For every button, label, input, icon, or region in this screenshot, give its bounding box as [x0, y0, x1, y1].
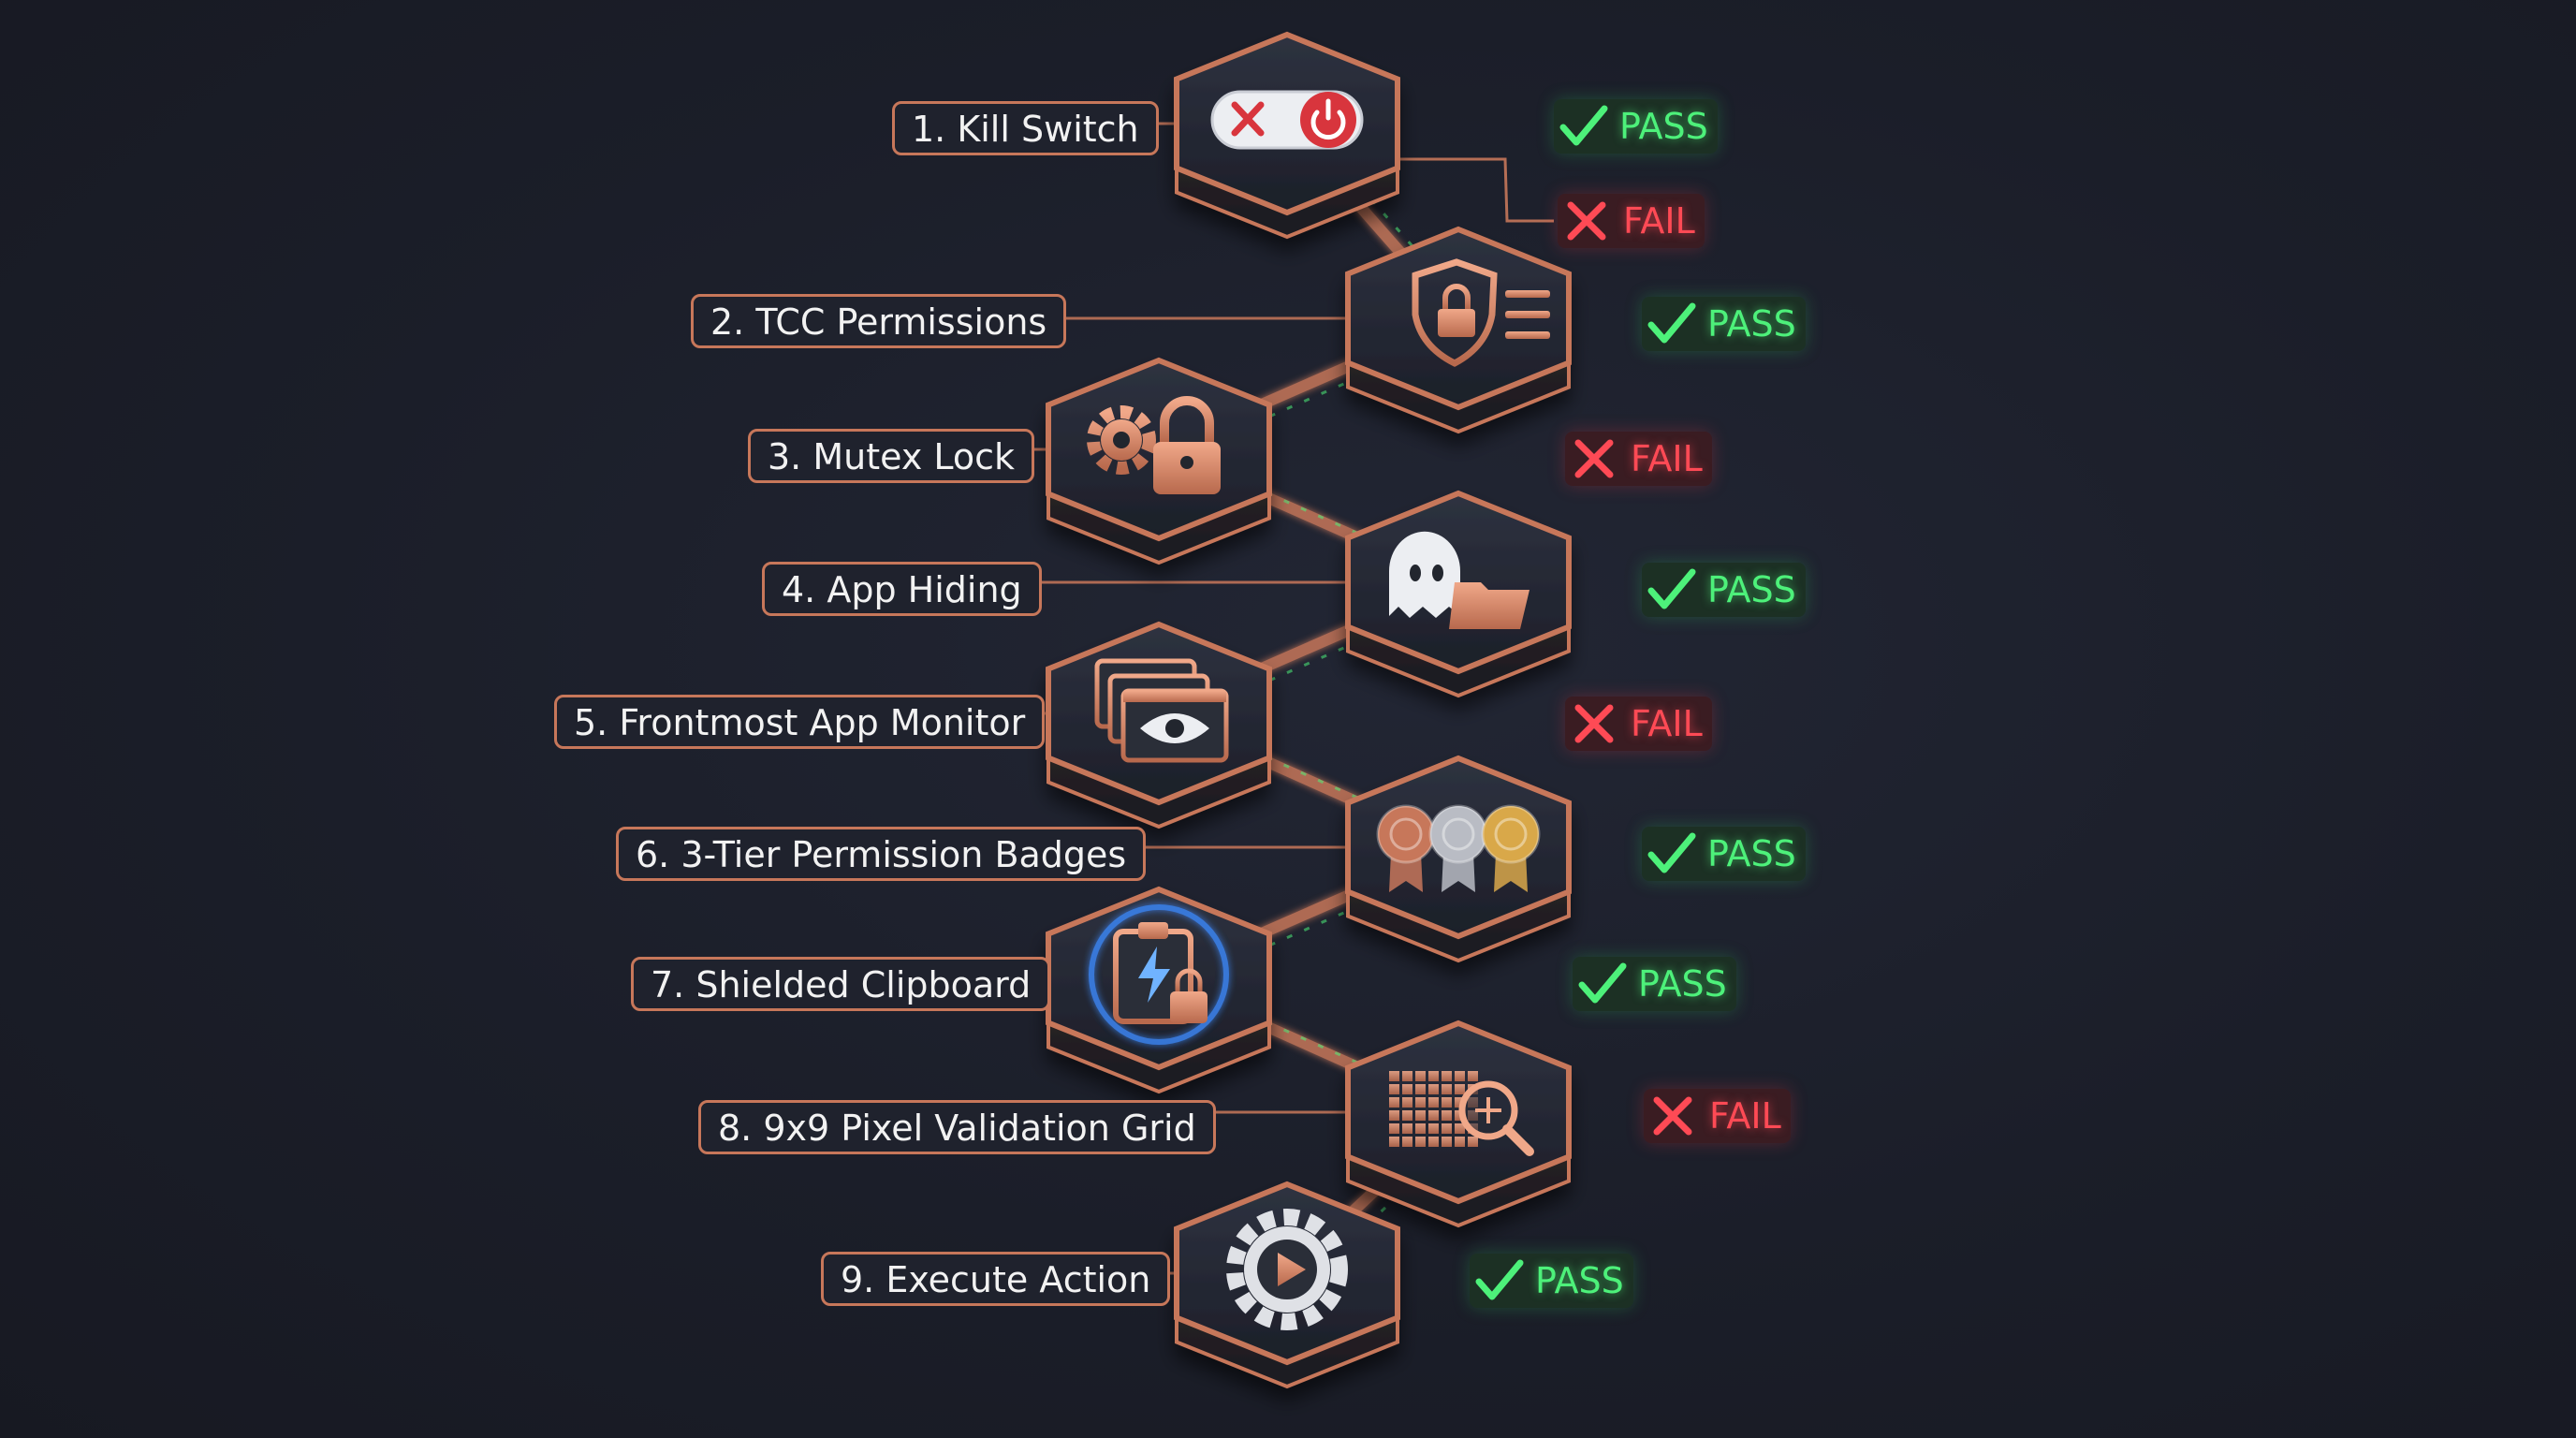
status-badge-fail: FAIL	[1565, 432, 1712, 486]
step-node	[1345, 755, 1572, 963]
step-node	[1345, 490, 1572, 698]
step-node	[1345, 226, 1572, 434]
status-badge-fail: FAIL	[1644, 1089, 1791, 1143]
step-label-shielded-clipboard: 7. Shielded Clipboard	[631, 957, 1051, 1011]
check-icon	[1647, 832, 1696, 873]
step-label-app-hiding: 4. App Hiding	[762, 562, 1042, 616]
status-badge-fail: FAIL	[1558, 194, 1705, 248]
step-node	[1046, 621, 1272, 829]
status-badge-pass: PASS	[1470, 1254, 1633, 1308]
badges-icon	[1376, 804, 1541, 892]
step-label-mutex-lock: 3. Mutex Lock	[748, 429, 1035, 483]
status-badge-pass: PASS	[1642, 297, 1806, 351]
step-label-tcc-permissions: 2. TCC Permissions	[691, 294, 1067, 348]
step-node	[1174, 31, 1400, 240]
clipboard-lock-icon	[1089, 904, 1229, 1045]
status-text: PASS	[1535, 1260, 1624, 1301]
cross-icon	[1567, 201, 1606, 241]
status-text: FAIL	[1709, 1095, 1781, 1137]
status-text: PASS	[1638, 963, 1727, 1005]
kill-switch-toggle-icon	[1210, 90, 1364, 150]
step-label-execute-action: 9. Execute Action	[821, 1252, 1171, 1306]
step-label-pixel-validation-grid: 8. 9x9 Pixel Validation Grid	[698, 1100, 1216, 1154]
cross-icon	[1574, 704, 1614, 743]
check-icon	[1559, 105, 1608, 146]
step-label-frontmost-app-monitor: 5. Frontmost App Monitor	[554, 695, 1046, 749]
status-text: FAIL	[1631, 438, 1703, 479]
status-badge-pass: PASS	[1573, 957, 1736, 1011]
check-icon	[1578, 962, 1627, 1004]
cross-icon	[1574, 439, 1614, 478]
grid-magnifier-icon	[1389, 1071, 1534, 1156]
windows-eye-icon	[1094, 658, 1229, 763]
status-badge-fail: FAIL	[1565, 697, 1712, 751]
fail-branch-connector	[1397, 157, 1554, 223]
step-node	[1345, 1020, 1572, 1228]
step-label-3-tier-permission-badges: 6. 3-Tier Permission Badges	[616, 827, 1147, 881]
status-badge-pass: PASS	[1554, 99, 1718, 154]
status-text: PASS	[1707, 569, 1796, 610]
step-node	[1174, 1181, 1400, 1389]
step-label-kill-switch: 1. Kill Switch	[892, 101, 1159, 155]
status-text: PASS	[1707, 303, 1796, 345]
step-node	[1046, 357, 1272, 565]
status-badge-pass: PASS	[1642, 827, 1806, 881]
check-icon	[1647, 302, 1696, 344]
status-text: PASS	[1707, 833, 1796, 874]
check-icon	[1475, 1259, 1524, 1300]
cross-icon	[1653, 1096, 1692, 1136]
status-text: FAIL	[1623, 200, 1695, 242]
ghost-folder-icon	[1389, 531, 1530, 629]
step-node	[1046, 886, 1272, 1094]
status-text: FAIL	[1631, 703, 1703, 744]
gear-lock-icon	[1087, 396, 1221, 494]
gear-play-icon	[1226, 1209, 1348, 1330]
shield-lock-icon	[1412, 258, 1550, 367]
status-text: PASS	[1619, 106, 1708, 147]
status-badge-pass: PASS	[1642, 563, 1806, 617]
check-icon	[1647, 568, 1696, 609]
